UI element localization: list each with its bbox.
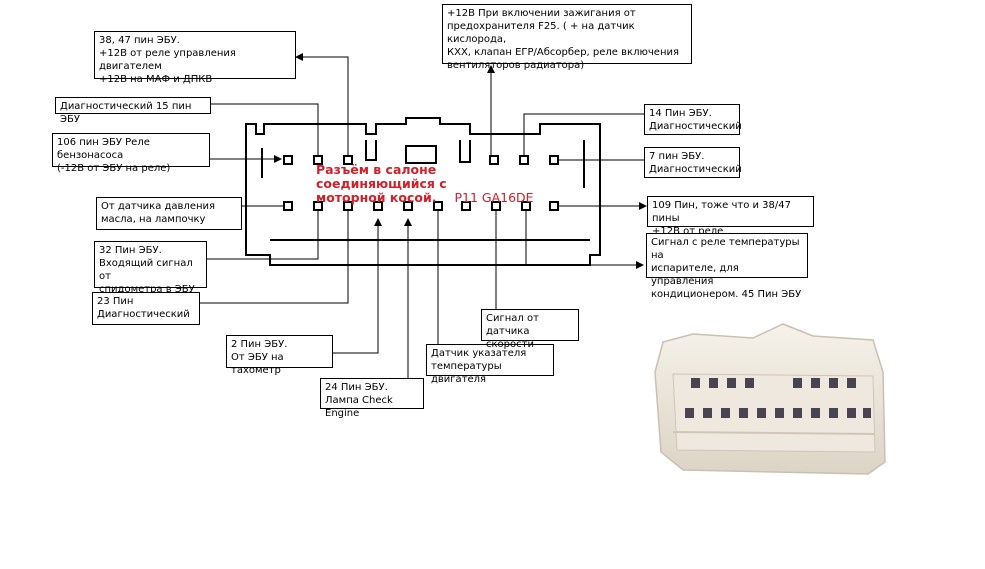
pin [461, 201, 471, 211]
photo-connector-lip [672, 431, 876, 435]
label-pin-2: 2 Пин ЭБУ. От ЭБУ на тахометр [226, 335, 333, 376]
connector-inner-wall-left [261, 140, 377, 178]
leader-pin-14 [523, 113, 648, 156]
pin [373, 201, 383, 211]
label-pin-23: 23 Пин Диагностический [92, 292, 200, 325]
leader-pin-2 [333, 218, 382, 354]
label-pin-109: 109 Пин, тоже что и 38/47 пины +12В от р… [647, 196, 814, 237]
leader-diag-15 [211, 103, 319, 156]
label-pin-24: 24 Пин ЭБУ. Лампа Check Engine [320, 378, 424, 419]
photo-pins-bottom [685, 408, 871, 418]
label-temp-gauge: Датчик указателя температуры двигателя [426, 344, 554, 385]
pin [283, 201, 293, 211]
label-pin-7: 7 пин ЭБУ. Диагностический [644, 147, 742, 178]
photo-pins-top [691, 378, 856, 388]
label-ac-relay: Сигнал с реле температуры на испарителе,… [646, 233, 808, 300]
label-oil-pressure: От датчика давления масла, на лампочку [96, 197, 242, 230]
title-model: P11 GA16DE [454, 190, 534, 205]
leader-lines [200, 53, 648, 378]
leader-pin-23 [200, 210, 349, 304]
pin [489, 155, 499, 165]
title-line-2: моторной косой. [316, 190, 437, 205]
pin [403, 201, 413, 211]
label-ignition: +12В При включении зажигания от предохра… [442, 4, 692, 71]
leader-ac [525, 210, 644, 269]
label-pin-14: 14 Пин ЭБУ. Диагностический [644, 104, 742, 135]
title-line-1: Разъём в салоне соединяющийся с [316, 162, 447, 191]
label-speed-sensor: Сигнал от датчика скорости [481, 309, 579, 350]
label-pin-38-47: 38, 47 пин ЭБУ. +12В от реле управления … [94, 31, 296, 85]
connector-inner-wall-right [459, 140, 585, 188]
label-pin-106: 106 пин ЭБУ Реле бензонасоса (-12В от ЭБ… [52, 133, 210, 174]
connector-latch [405, 145, 437, 164]
connector-photo [654, 323, 886, 475]
label-diag-15: Диагностический 15 пин ЭБУ [55, 97, 211, 125]
label-pin-32: 32 Пин ЭБУ. Входящий сигнал от спидометр… [94, 241, 207, 295]
leader-pin-32 [207, 210, 319, 260]
pin [283, 155, 293, 165]
diagram-title: Разъём в салоне соединяющийся с моторной… [316, 163, 556, 205]
leader-pin-38-47 [295, 53, 349, 156]
